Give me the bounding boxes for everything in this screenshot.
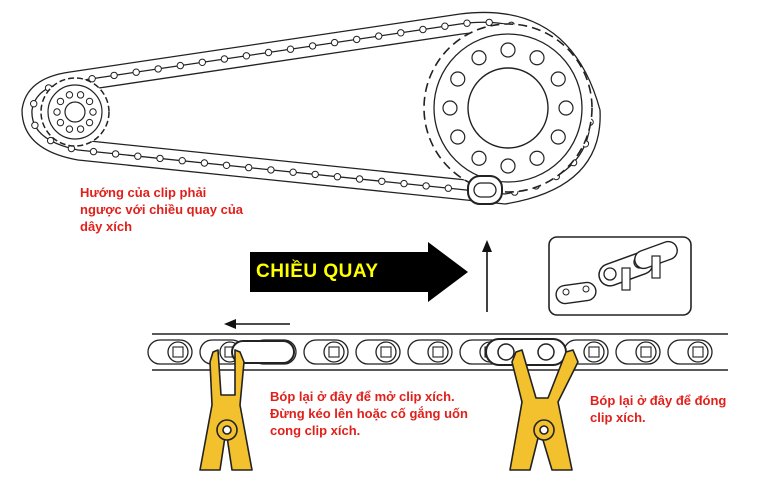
master-link-icon <box>548 236 692 316</box>
direction-label: CHIỀU QUAY <box>256 261 379 282</box>
pliers-icon <box>509 349 579 471</box>
pliers-icon <box>199 349 253 471</box>
arrow-icon <box>224 319 290 329</box>
close-clip-note: Bóp lại ở đây để đóng clip xích. <box>590 393 727 425</box>
master-link-icon <box>467 175 503 205</box>
arrow-icon <box>482 240 492 312</box>
arrow-icon <box>250 242 468 302</box>
sprocket-icon <box>40 77 110 147</box>
clip-direction-note: Hướng của clip phải ngược với chiều quay… <box>80 185 243 234</box>
open-clip-note: Bóp lại ở đây để mở clip xích. Đừng kéo … <box>270 389 468 438</box>
chain-strip <box>147 333 728 371</box>
sprocket-icon <box>423 23 593 193</box>
